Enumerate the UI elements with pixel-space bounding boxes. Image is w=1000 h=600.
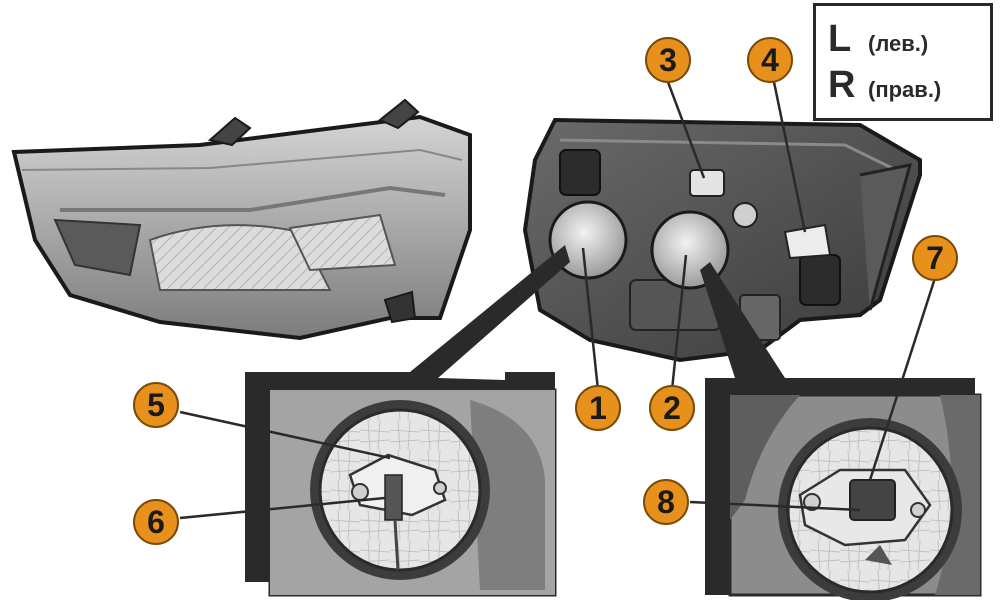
legend-left-text: (лев.) xyxy=(868,31,929,56)
callout-5-circle xyxy=(133,382,179,428)
callout-2-label: 2 xyxy=(663,390,681,426)
callout-3-circle xyxy=(645,37,691,83)
leader-lines xyxy=(179,81,937,520)
leader-3 xyxy=(666,81,706,179)
callout-5-label: 5 xyxy=(147,387,165,423)
callout-4-label: 4 xyxy=(761,42,779,78)
callout-1-label: 1 xyxy=(589,390,607,426)
legend-left-letter: L xyxy=(828,18,852,60)
leader-8 xyxy=(689,500,861,512)
leader-5 xyxy=(179,410,391,460)
headlight-rear-view xyxy=(522,117,922,363)
callout-2-circle xyxy=(649,385,695,431)
legend-right: R (прав.) xyxy=(828,64,990,110)
callout-7-label: 7 xyxy=(926,240,944,276)
callout-4-circle xyxy=(747,37,793,83)
indicator-socket xyxy=(783,223,832,260)
callout-6-label: 6 xyxy=(147,504,165,540)
leader-7 xyxy=(868,277,937,481)
legend-right-letter: R xyxy=(828,64,856,106)
inset-high-beam xyxy=(700,262,982,600)
callout-8-label: 8 xyxy=(657,484,675,520)
legend-right-text: (прав.) xyxy=(868,77,942,102)
callout-8-circle xyxy=(643,479,689,525)
side-legend: L (лев.) R (прав.) xyxy=(813,3,993,121)
leader-2 xyxy=(670,254,688,391)
side-light-socket xyxy=(689,169,725,197)
callouts: 1 2 3 4 5 6 7 8 xyxy=(133,37,958,545)
leader-6 xyxy=(179,496,386,520)
inset-low-beam xyxy=(245,245,570,597)
leader-1 xyxy=(581,247,600,391)
leader-4 xyxy=(772,81,807,233)
callout-3-label: 3 xyxy=(659,42,677,78)
headlight-front-view xyxy=(11,98,472,341)
callout-7-circle xyxy=(912,235,958,281)
callout-6-circle xyxy=(133,499,179,545)
callout-1-circle xyxy=(575,385,621,431)
legend-left: L (лев.) xyxy=(828,18,990,64)
